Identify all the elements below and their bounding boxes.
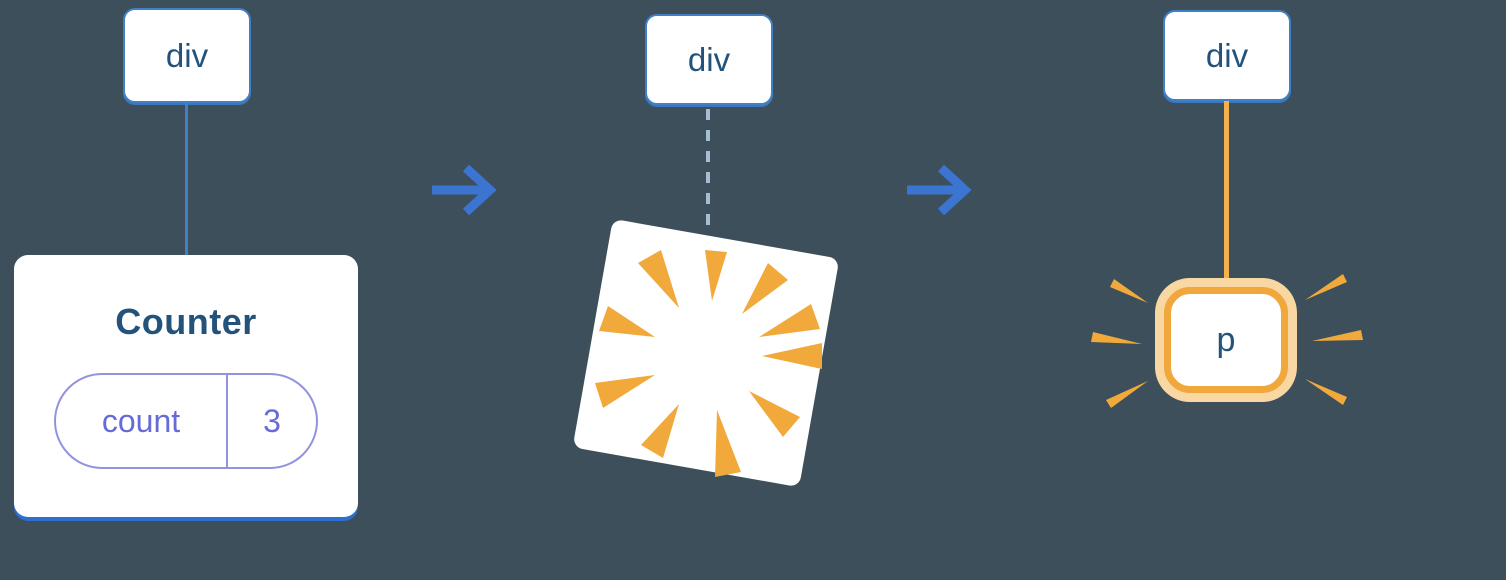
p-node-highlighted: p [1164, 287, 1288, 393]
arrow-right-icon [424, 155, 504, 225]
div-node-after-label: div [1205, 36, 1249, 74]
arrow-right-icon [899, 155, 979, 225]
connector-blue [185, 103, 188, 256]
sparkles-icon [1080, 258, 1380, 426]
div-node-before-label: div [165, 36, 209, 74]
state-pill: count 3 [54, 373, 318, 469]
div-node-during: div [645, 14, 773, 105]
div-node-after: div [1163, 10, 1291, 101]
div-node-during-label: div [687, 40, 731, 78]
state-value-label: 3 [263, 402, 281, 439]
connector-orange [1224, 101, 1229, 289]
counter-component-card: Counter count 3 [14, 255, 358, 517]
p-node-label: p [1216, 320, 1236, 359]
counter-title: Counter [115, 301, 257, 342]
connector-dashed [706, 109, 710, 230]
state-key-label: count [56, 375, 228, 467]
poof-burst-icon [557, 206, 857, 506]
div-node-before: div [123, 8, 251, 103]
